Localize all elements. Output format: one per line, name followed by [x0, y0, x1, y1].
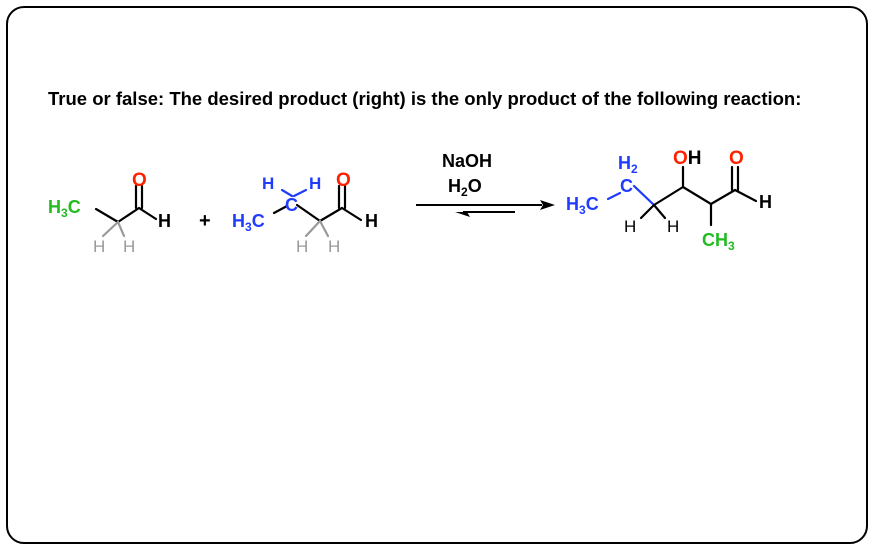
- forward-arrowhead: [540, 200, 555, 210]
- reagent-water: H2O: [448, 176, 482, 199]
- bond: [318, 219, 330, 238]
- bond: [116, 220, 126, 238]
- methyl-label: H3C: [232, 211, 265, 234]
- methylene-h2-label: H2: [618, 153, 638, 176]
- bond: [639, 203, 656, 220]
- bond: [733, 188, 758, 203]
- carbon-label: C: [285, 195, 298, 215]
- product-aldol: H3C C H2 OH O H H H CH3: [566, 148, 772, 253]
- bond: [116, 206, 141, 224]
- reactant-acetaldehyde: H3C O H H H: [48, 170, 171, 256]
- bond: [632, 184, 656, 207]
- product-h-label: H: [624, 217, 636, 236]
- content-card: [6, 6, 868, 544]
- aldehyde-h-label: H: [365, 211, 378, 231]
- oxygen-label: O: [729, 148, 744, 169]
- bond: [292, 188, 308, 198]
- bond: [94, 207, 120, 224]
- reactant-butanal: H3C C H H O H H H: [232, 170, 378, 256]
- bond: [318, 206, 344, 223]
- bond: [295, 203, 322, 223]
- oxygen-label: O: [132, 170, 147, 191]
- reverse-arrowhead: [455, 212, 470, 217]
- bond: [606, 191, 622, 201]
- reaction-conditions: NaOH H2O: [416, 151, 555, 217]
- bond: [652, 185, 685, 207]
- methyl-label: H3C: [48, 197, 81, 220]
- bond: [272, 204, 289, 215]
- hydroxyl-label: OH: [673, 148, 702, 169]
- plus-sign: +: [199, 210, 211, 232]
- bond: [652, 203, 667, 220]
- aldehyde-h-label: H: [158, 211, 171, 231]
- alpha-h-label: H: [296, 237, 308, 256]
- bond: [340, 206, 363, 222]
- bond: [280, 188, 294, 198]
- alpha-h-label: H: [93, 237, 105, 256]
- bond: [709, 188, 737, 206]
- bond: [681, 185, 713, 206]
- product-h-label: H: [667, 217, 679, 236]
- beta-h-label: H: [262, 174, 274, 193]
- methylene-carbon-label: C: [620, 176, 633, 196]
- methyl-label: H3C: [566, 194, 599, 217]
- bond: [137, 206, 158, 221]
- question-text: True or false: The desired product (righ…: [48, 88, 802, 109]
- aldehyde-h-label: H: [759, 192, 772, 212]
- alpha-h-label: H: [328, 237, 340, 256]
- methyl-substituent-label: CH3: [702, 230, 735, 253]
- oxygen-label: O: [336, 170, 351, 191]
- bond: [304, 219, 322, 238]
- bond: [101, 220, 120, 238]
- reagent-naoh: NaOH: [442, 151, 492, 171]
- beta-h-label: H: [309, 174, 321, 193]
- alpha-h-label: H: [123, 237, 135, 256]
